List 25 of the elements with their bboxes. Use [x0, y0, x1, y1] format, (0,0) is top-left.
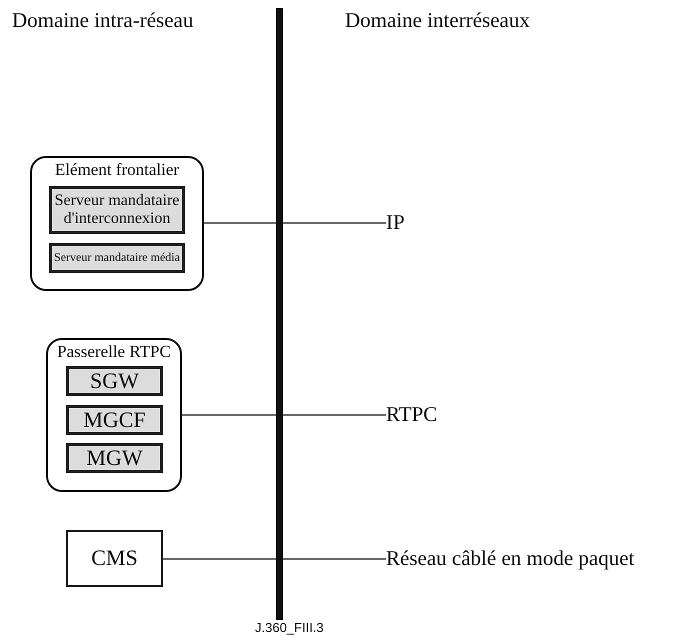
box-label: MGCF: [83, 408, 146, 432]
group-title: Elément frontalier: [54, 161, 180, 180]
group-box: [46, 338, 182, 492]
box-label: MGW: [86, 446, 143, 470]
network-label: IP: [386, 211, 405, 235]
box-label: Serveur mandataire média: [54, 251, 180, 265]
box-label: Serveur mandataire d'interconnexion: [54, 192, 180, 228]
network-label: RTPC: [386, 403, 438, 427]
network-label: Réseau câblé en mode paquet: [386, 547, 634, 571]
domain-heading: Domaine interréseaux: [345, 8, 530, 33]
component-box: [66, 366, 163, 396]
connector-line: [163, 558, 386, 560]
component-box: [66, 530, 163, 587]
component-box: [49, 186, 185, 234]
group-title: Passerelle RTPC: [57, 343, 171, 362]
box-label: SGW: [90, 368, 139, 394]
component-box: [66, 405, 163, 435]
group-box: [30, 156, 204, 291]
domain-heading: Domaine intra-réseau: [12, 8, 194, 33]
connector-line: [204, 222, 386, 224]
component-box: [66, 443, 163, 473]
figure-id: J.360_FIII.3: [255, 620, 324, 635]
box-label: CMS: [91, 546, 138, 571]
connector-line: [182, 414, 386, 416]
component-box: [49, 243, 185, 273]
